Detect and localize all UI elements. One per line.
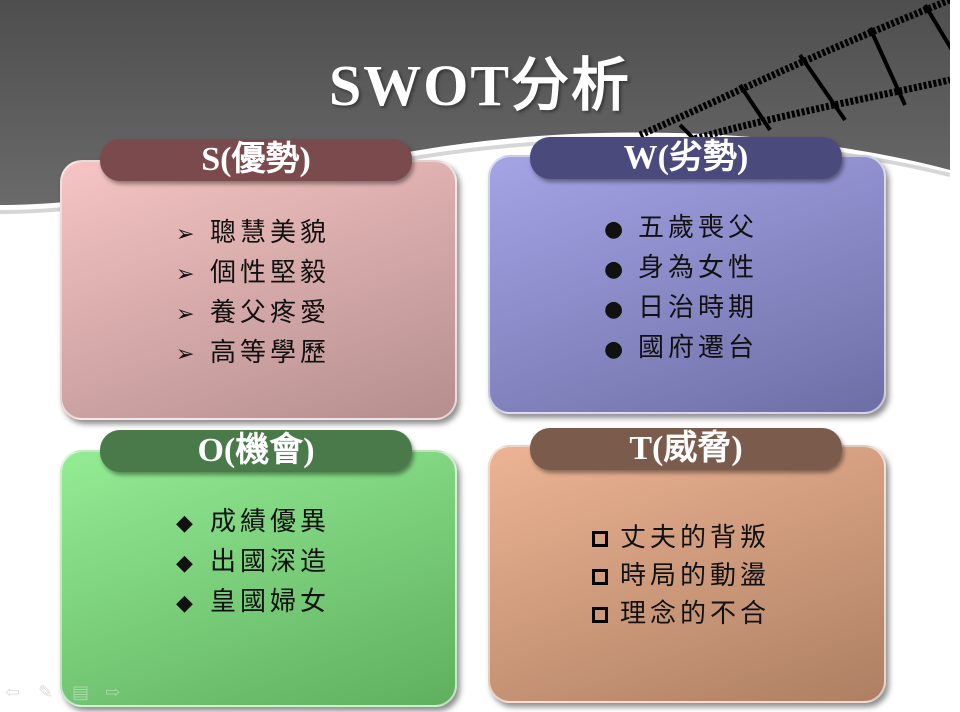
arrow-bullet-icon: ➢ — [176, 342, 195, 367]
square-bullet-icon — [592, 569, 608, 585]
next-icon[interactable]: ⇨ — [105, 682, 121, 703]
square-bullet-icon — [592, 607, 608, 623]
weaknesses-header: W(劣勢) — [530, 137, 842, 179]
list-item: 丈夫的背叛 — [592, 519, 770, 557]
square-bullet-icon — [592, 531, 608, 547]
weaknesses-list: ●五歲喪父 ●身為女性 ●日治時期 ●國府遷台 — [604, 209, 758, 369]
opportunities-box — [60, 450, 457, 707]
list-item: ➢養父疼愛 — [176, 294, 330, 334]
arrow-bullet-icon: ➢ — [176, 302, 195, 327]
diamond-bullet-icon: ◆ — [176, 551, 193, 576]
list-item: ●五歲喪父 — [604, 209, 758, 249]
list-item: ◆出國深造 — [176, 543, 330, 583]
list-item: 理念的不合 — [592, 595, 770, 633]
list-item: 時局的動盪 — [592, 557, 770, 595]
menu-icon[interactable]: ▤ — [72, 682, 90, 703]
list-item: ◆皇國婦女 — [176, 583, 330, 623]
previous-icon[interactable]: ⇦ — [5, 682, 21, 703]
list-item: ●日治時期 — [604, 289, 758, 329]
list-item: ●國府遷台 — [604, 329, 758, 369]
threats-list: 丈夫的背叛 時局的動盪 理念的不合 — [592, 519, 770, 633]
list-item: ●身為女性 — [604, 249, 758, 289]
strengths-box — [60, 160, 457, 420]
threats-header: T(威脅) — [530, 428, 842, 470]
strengths-header: S(優勢) — [100, 139, 412, 181]
arrow-bullet-icon: ➢ — [176, 222, 195, 247]
opportunities-header: O(機會) — [100, 430, 412, 472]
list-item: ➢個性堅毅 — [176, 254, 330, 294]
diamond-bullet-icon: ◆ — [176, 511, 193, 536]
circle-bullet-icon: ● — [604, 297, 624, 322]
circle-bullet-icon: ● — [604, 217, 624, 242]
list-item: ➢聰慧美貌 — [176, 214, 330, 254]
strengths-list: ➢聰慧美貌 ➢個性堅毅 ➢養父疼愛 ➢高等學歷 — [176, 214, 330, 374]
circle-bullet-icon: ● — [604, 337, 624, 362]
arrow-bullet-icon: ➢ — [176, 262, 195, 287]
circle-bullet-icon: ● — [604, 257, 624, 282]
diamond-bullet-icon: ◆ — [176, 591, 193, 616]
opportunities-list: ◆成績優異 ◆出國深造 ◆皇國婦女 — [176, 503, 330, 623]
film-strip-icon — [638, 0, 957, 144]
slide-title: SWOT分析 — [328, 53, 632, 118]
pen-icon[interactable]: ✎ — [38, 682, 54, 703]
threats-box — [488, 445, 886, 703]
list-item: ◆成績優異 — [176, 503, 330, 543]
weaknesses-box — [488, 155, 886, 414]
list-item: ➢高等學歷 — [176, 334, 330, 374]
